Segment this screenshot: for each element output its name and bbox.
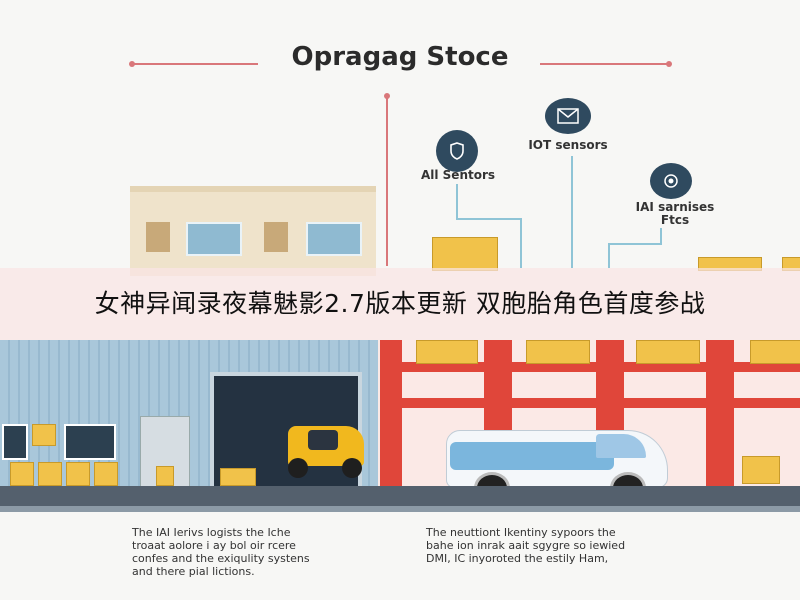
node-ai-sensors-circle <box>436 130 478 172</box>
forklift-wheel <box>342 458 362 478</box>
window <box>186 222 242 256</box>
rack-crate <box>526 340 590 364</box>
caption-right: The neuttiont Ikentiny sypoors the bahe … <box>426 526 706 565</box>
title-rule-left <box>132 63 258 65</box>
crate <box>156 466 174 486</box>
rack-beam <box>380 398 800 408</box>
node-ai-panel-label-2: Ftcs <box>660 213 690 227</box>
forklift <box>282 416 372 478</box>
window <box>264 222 288 252</box>
envelope-icon <box>557 108 579 124</box>
caption-right-line: bahe ion inrak aait sgygre so iewied <box>426 539 626 552</box>
rack-post <box>380 340 402 486</box>
chip-icon <box>664 174 678 188</box>
crate <box>32 424 56 446</box>
crate-stack <box>432 237 498 271</box>
caption-left-line: troaat aolore i ay bol oir rcere <box>132 539 296 552</box>
iot-connector <box>571 156 573 268</box>
road <box>0 486 800 506</box>
rack-crate <box>742 456 780 484</box>
node-ai-panel-label-1: IAI sarnises <box>635 200 715 214</box>
node-ai-panel-circle <box>650 163 692 199</box>
node-iot-label: IOT sensors <box>528 138 608 152</box>
node-ai-sensors-label: All Sentors <box>420 168 496 182</box>
window <box>146 222 170 252</box>
window <box>2 424 28 460</box>
page-title: Opragag Stoce <box>291 42 509 72</box>
caption-right-line: The neuttiont Ikentiny sypoors the <box>426 526 616 539</box>
node-iot-circle <box>545 98 591 134</box>
van-stripe <box>450 442 614 470</box>
ai-sensors-connector-v2 <box>520 218 522 268</box>
ai-panel-connector <box>660 228 662 244</box>
ai-panel-connector-v2 <box>608 243 610 268</box>
caption-right-line: DMI, IC inyoroted the estily Ham, <box>426 552 609 565</box>
road-curb <box>0 506 800 512</box>
office-building <box>130 186 376 276</box>
rack-crate <box>416 340 478 364</box>
title-rule-right <box>540 63 668 65</box>
crate <box>66 462 90 486</box>
forklift-window <box>308 430 338 450</box>
rack-crate <box>750 340 800 364</box>
ai-sensors-connector-h <box>456 218 522 220</box>
title-connector <box>386 96 388 266</box>
headline-banner <box>0 268 800 340</box>
crate <box>10 462 34 486</box>
ai-panel-connector-h <box>608 243 662 245</box>
title-connector-dot <box>384 93 390 99</box>
forklift-wheel <box>288 458 308 478</box>
shield-icon <box>450 142 464 160</box>
rack-crate <box>636 340 700 364</box>
rack-beam <box>380 362 800 372</box>
ai-sensors-connector <box>456 184 458 220</box>
caption-left-line: confes and the exiqulity systens <box>132 552 310 565</box>
crate <box>38 462 62 486</box>
van-windshield <box>596 434 646 458</box>
caption-left: The IAI Ierivs logists the Iche troaat a… <box>132 526 382 578</box>
title-rule-left-dot <box>129 61 135 67</box>
pallet-crate <box>220 468 256 486</box>
window <box>306 222 362 256</box>
caption-left-line: The IAI Ierivs logists the Iche <box>132 526 291 539</box>
crate <box>94 462 118 486</box>
title-rule-right-dot <box>666 61 672 67</box>
caption-left-line: and there pial lictions. <box>132 565 255 578</box>
headline-text: 女神异闻录夜幕魅影2.7版本更新 双胞胎角色首度参战 <box>94 289 706 318</box>
window <box>64 424 116 460</box>
